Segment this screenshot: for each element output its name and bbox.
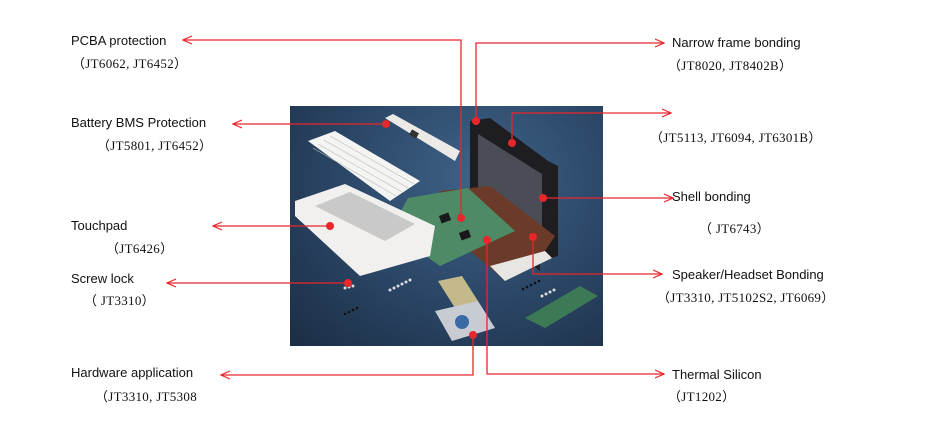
shell-codes: （ JT6743） xyxy=(699,221,770,236)
battery-codes: （JT5801, JT6452） xyxy=(97,138,213,153)
pcba-codes: （JT6062, JT6452） xyxy=(72,56,188,71)
screw-label: Screw lock xyxy=(71,271,134,286)
shell-label: Shell bonding xyxy=(672,189,751,204)
speaker-codes: （JT3310, JT5102S2, JT6069） xyxy=(657,290,835,305)
battery-label: Battery BMS Protection xyxy=(71,115,207,130)
thermal-label: Thermal Silicon xyxy=(672,367,762,382)
battery xyxy=(385,114,460,161)
frame2-codes: （JT5113, JT6094, JT6301B） xyxy=(650,130,822,145)
speaker-label: Speaker/Headset Bonding xyxy=(672,267,824,282)
exploded-laptop-image xyxy=(290,106,603,346)
touchpad-label: Touchpad xyxy=(71,218,128,233)
pcba-label: PCBA protection xyxy=(71,33,167,48)
touchpad-codes: （JT6426） xyxy=(106,241,174,256)
io-board xyxy=(525,286,598,328)
hardware-codes: （JT3310, JT5308 xyxy=(95,389,197,404)
wifi-card xyxy=(438,276,478,308)
hardware-label: Hardware application xyxy=(71,365,194,380)
screw-codes: （ JT3310） xyxy=(84,293,155,308)
keyboard xyxy=(308,131,420,201)
laptop-illustration xyxy=(295,114,598,341)
narrow-frame-codes: （JT8020, JT8402B） xyxy=(668,58,793,73)
thermal-codes: （JT1202） xyxy=(668,389,736,404)
narrow-frame-label: Narrow frame bonding xyxy=(672,35,801,50)
